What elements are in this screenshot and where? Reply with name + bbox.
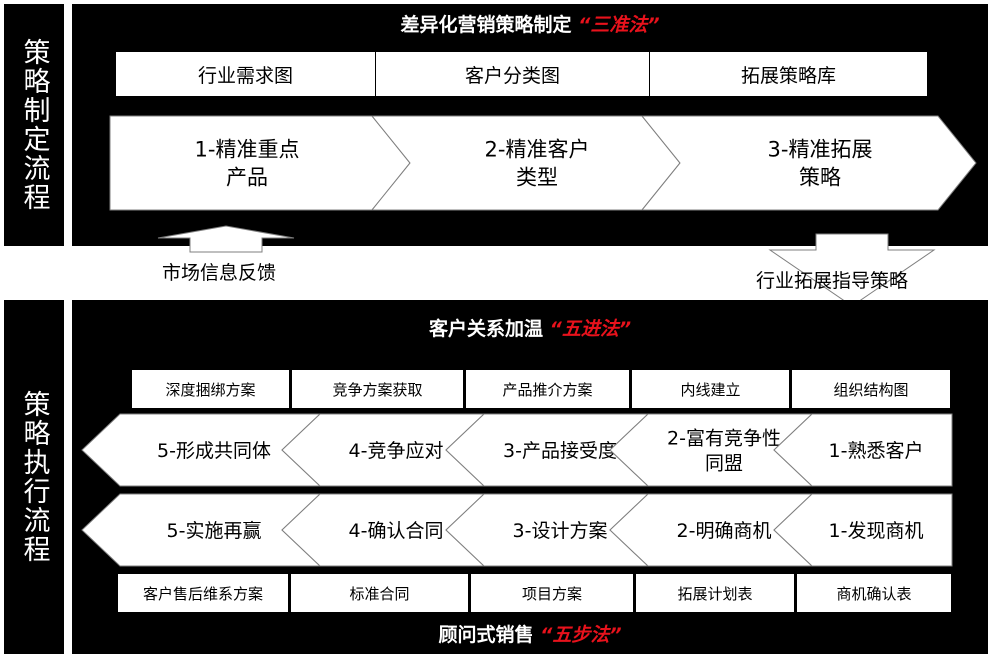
side-label-strategy-formulation: 策略制定流程: [4, 4, 64, 246]
sales-step-2-label-line-1: 2-明确商机: [677, 520, 772, 542]
tool-expansion-plan-table: 拓展计划表: [636, 574, 794, 612]
strategy-title: 差异化营销策略制定 “三准法”: [400, 14, 660, 36]
relationship-step-1-chevron: [773, 413, 953, 487]
strategy-step-2-label-line-2: 类型: [516, 165, 558, 189]
sales-step-1-chevron: [773, 493, 953, 567]
relationship-step-5-label-line-1: 5-形成共同体: [157, 440, 271, 462]
tool-deep-binding-plan: 深度捆绑方案: [132, 370, 289, 408]
execution-panel: 客户关系加温 “五进法” 深度捆绑方案 竞争方案获取 产品推介方案 内线建立 组…: [72, 300, 988, 654]
strategy-title-highlight: “三准法”: [578, 14, 660, 36]
sales-title: 顾问式销售 “五步法”: [438, 624, 622, 646]
sales-step-4-label-line-1: 4-确认合同: [349, 520, 444, 542]
tool-project-plan: 项目方案: [471, 574, 633, 612]
tool-after-sales-plan: 客户售后维系方案: [118, 574, 288, 612]
sales-step-5-label-line-1: 5-实施再赢: [167, 520, 262, 542]
tool-insider-building: 内线建立: [632, 370, 789, 408]
tool-org-structure-chart: 组织结构图: [792, 370, 950, 408]
sales-title-highlight: “五步法”: [540, 624, 622, 646]
side-label-strategy-execution: 策略执行流程: [4, 300, 64, 654]
sales-step-1-label-line-1: 1-发现商机: [829, 520, 924, 542]
industry-guidance-down-arrow: [768, 233, 936, 307]
strategy-step-3-chevron: [640, 115, 977, 211]
tool-industry-demand-map: 行业需求图: [116, 52, 375, 96]
strategy-panel: 差异化营销策略制定 “三准法” 行业需求图 客户分类图 拓展策略库 1-精准重点…: [72, 4, 988, 246]
strategy-step-1-label-line-2: 产品: [226, 165, 268, 189]
tool-product-promotion-plan: 产品推介方案: [466, 370, 629, 408]
tool-standard-contract: 标准合同: [291, 574, 468, 612]
sales-step-3-label-line-1: 3-设计方案: [513, 520, 608, 542]
strategy-step-3-label-line-2: 策略: [799, 165, 841, 189]
strategy-step-3-label-line-1: 3-精准拓展: [768, 138, 873, 162]
strategy-step-2-label-line-1: 2-精准客户: [485, 138, 590, 162]
relationship-step-1-label-line-1: 1-熟悉客户: [829, 440, 924, 462]
relationship-title: 客户关系加温 “五进法”: [428, 318, 632, 340]
relationship-title-highlight: “五进法”: [549, 318, 632, 340]
relationship-step-2-label-line-1: 2-富有竞争性: [667, 427, 781, 449]
tool-competitive-plan-acquisition: 竞争方案获取: [292, 370, 463, 408]
relationship-step-4-label-line-1: 4-竞争应对: [349, 440, 444, 462]
relationship-step-2-label-line-2: 同盟: [705, 452, 743, 474]
market-feedback-up-arrow: [157, 225, 295, 253]
strategy-step-1-label-line-1: 1-精准重点: [195, 138, 300, 162]
industry-guidance-label: 行业拓展指导策略: [756, 270, 909, 292]
relationship-step-3-label-line-1: 3-产品接受度: [503, 440, 617, 462]
tool-customer-classification-map: 客户分类图: [376, 52, 649, 96]
tool-opportunity-confirmation-table: 商机确认表: [797, 574, 951, 612]
tool-expansion-strategy-library: 拓展策略库: [650, 52, 927, 96]
market-feedback-label: 市场信息反馈: [162, 262, 277, 284]
